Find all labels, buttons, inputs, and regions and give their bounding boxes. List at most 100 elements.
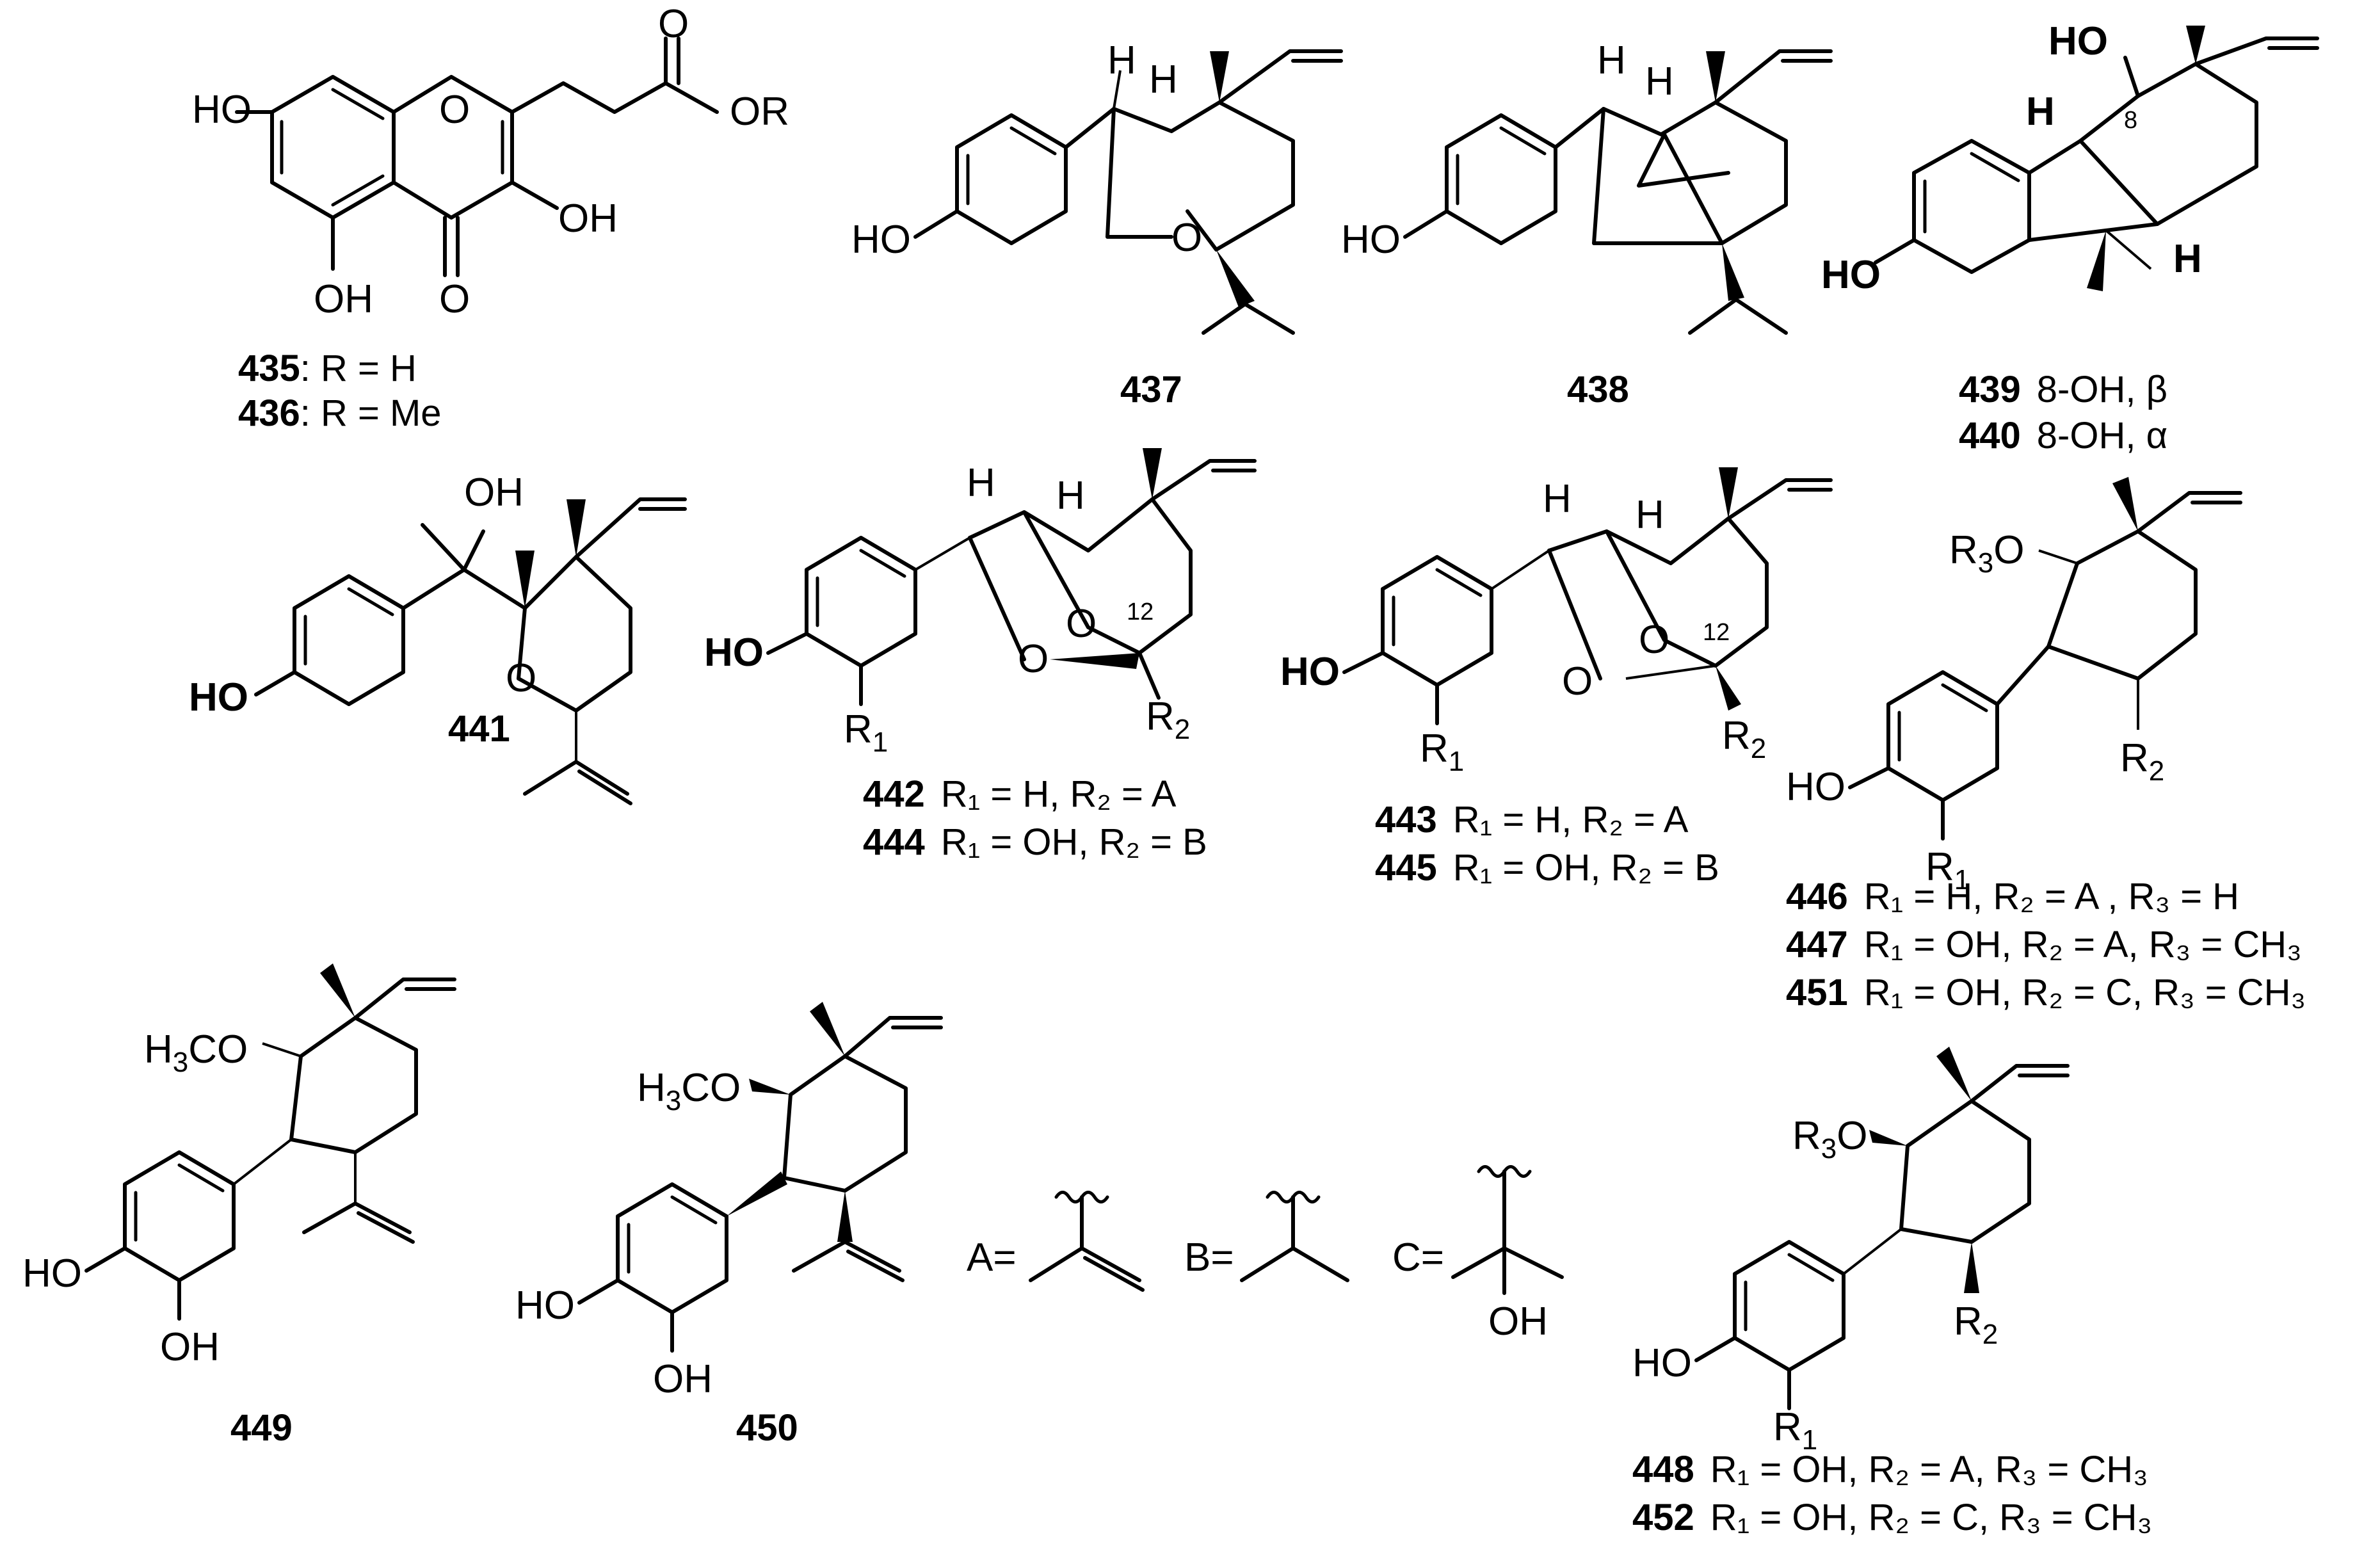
r2-label: R2 xyxy=(1146,695,1190,745)
ho-label: HO xyxy=(1341,218,1401,262)
ho-label: HO xyxy=(189,675,248,720)
group-a-label: A= xyxy=(967,1235,1017,1280)
compound-number-446: 446 xyxy=(1786,876,1848,917)
structure-437: H H HO O 437 xyxy=(851,38,1343,410)
position-12-label: 12 xyxy=(1127,599,1154,625)
r1-label: R1 xyxy=(844,707,888,758)
r1-letter: R xyxy=(1926,845,1954,889)
bridge-o-label-2: O xyxy=(1018,637,1049,681)
ho-label: HO xyxy=(1280,650,1340,694)
methyl-wedge xyxy=(2112,477,2138,531)
h-label-1: H xyxy=(1107,38,1136,83)
r2-letter: R xyxy=(1722,714,1751,758)
ho-label-2: OH xyxy=(653,1357,712,1401)
methyl-wedge-1 xyxy=(515,551,535,608)
methyl-wedge xyxy=(810,1002,845,1056)
r1-label: R1 xyxy=(1926,845,1970,896)
structure-441: OH HO O 441 xyxy=(189,471,687,805)
r2-letter: R xyxy=(1954,1300,1982,1344)
compound-desc-439: 8-OH, β xyxy=(2037,369,2167,410)
r2-letter: R xyxy=(1146,695,1175,739)
aryl-wedge xyxy=(727,1171,787,1216)
compound-number-452: 452 xyxy=(1632,1497,1694,1538)
r2-wedge xyxy=(1964,1242,1979,1293)
compound-desc-442: R₁ = H, R₂ = A xyxy=(941,773,1177,815)
compound-label-439: 439 8-OH, β xyxy=(1959,369,2167,410)
ho-ring-label: HO xyxy=(1821,253,1881,297)
compound-number-440: 440 xyxy=(1959,415,2021,456)
carbonyl-o-label: O xyxy=(658,2,689,46)
r3o-wedge xyxy=(1869,1130,1908,1146)
r1-label: R1 xyxy=(1773,1405,1817,1456)
compound-number-439: 439 xyxy=(1959,369,2021,410)
compound-desc-444: R₁ = OH, R₂ = B xyxy=(941,821,1207,863)
h-label-2: H xyxy=(1056,474,1085,518)
structure-449: H3CO HO OH 449 xyxy=(22,963,456,1449)
position-12-label: 12 xyxy=(1703,619,1730,646)
bridge-o-label: O xyxy=(1171,216,1202,260)
r2-subscript: 2 xyxy=(1175,714,1190,745)
isopropyl-wedge xyxy=(1216,250,1255,307)
h3co-label: H3CO xyxy=(637,1066,741,1116)
compound-label-436: 436: R = Me xyxy=(238,392,442,434)
compound-number-447: 447 xyxy=(1786,924,1848,965)
r2-subscript: 2 xyxy=(2149,755,2164,787)
compound-label-438: 438 xyxy=(1567,369,1629,410)
group-b-label: B= xyxy=(1184,1235,1234,1280)
compound-desc-448: R₁ = OH, R₂ = A, R₃ = CH₃ xyxy=(1710,1449,2148,1490)
compound-desc-447: R₁ = OH, R₂ = A, R₃ = CH₃ xyxy=(1864,924,2302,965)
r2-subscript: 2 xyxy=(1982,1319,1998,1350)
compound-label-445: 445 R₁ = OH, R₂ = B xyxy=(1375,847,1719,889)
r1-letter: R xyxy=(1773,1405,1802,1449)
r1-letter: R xyxy=(844,707,872,752)
group-c-label: C= xyxy=(1392,1235,1444,1280)
r1-subscript: 1 xyxy=(1802,1424,1817,1456)
group-b-structure xyxy=(1240,1195,1349,1282)
r1-label: R1 xyxy=(1420,727,1464,777)
h3co-label: H3CO xyxy=(144,1027,248,1078)
r2-subscript: 2 xyxy=(1751,733,1766,764)
r2-label: R2 xyxy=(2120,736,2164,787)
keto-o-label: O xyxy=(439,277,470,321)
r1-subscript: 1 xyxy=(1954,864,1970,896)
ho-label: HO xyxy=(1632,1341,1692,1385)
ring-o-label: O xyxy=(506,656,536,700)
compound-label-450: 450 xyxy=(736,1407,798,1449)
bridge-o-label-2: O xyxy=(1562,659,1593,704)
ho-label: HO xyxy=(704,631,764,675)
r3o-label: R3O xyxy=(1949,528,2025,579)
compound-number-445: 445 xyxy=(1375,847,1437,889)
compound-desc-445: R₁ = OH, R₂ = B xyxy=(1453,847,1719,889)
r1-subscript: 1 xyxy=(872,727,888,758)
r1-subscript: 1 xyxy=(1449,746,1464,777)
ho-7-label: HO xyxy=(192,88,252,132)
oh-label: OH xyxy=(464,471,524,515)
compound-label-447: 447 R₁ = OH, R₂ = A, R₃ = CH₃ xyxy=(1786,924,2302,965)
compound-number-444: 444 xyxy=(863,821,925,863)
r2-wedge xyxy=(1716,666,1741,711)
compound-desc-452: R₁ = OH, R₂ = C, R₃ = CH₃ xyxy=(1710,1497,2152,1538)
methyl-wedge-2 xyxy=(567,499,586,557)
structure-450: H3CO HO OH 450 xyxy=(515,1002,943,1449)
group-a-structure xyxy=(1029,1195,1145,1292)
compound-desc-436: : R = Me xyxy=(300,392,442,434)
h-label-b: H xyxy=(2173,237,2202,281)
compound-desc-451: R₁ = OH, R₂ = C, R₃ = CH₃ xyxy=(1864,972,2306,1013)
isopropenyl-wedge xyxy=(837,1191,853,1242)
position-8-label: 8 xyxy=(2124,107,2137,134)
bridge-o-label-1: O xyxy=(1639,618,1669,662)
group-c-oh-label: OH xyxy=(1488,1300,1548,1344)
r2-label: R2 xyxy=(1954,1300,1998,1350)
compound-number-442: 442 xyxy=(863,773,925,815)
h-label-2: H xyxy=(1149,58,1178,102)
h-label-1: H xyxy=(967,461,995,505)
compound-desc-435: : R = H xyxy=(300,348,417,389)
h-label-2: H xyxy=(1636,493,1664,537)
methyl-wedge xyxy=(1706,51,1725,102)
methyl-wedge xyxy=(1143,448,1162,499)
